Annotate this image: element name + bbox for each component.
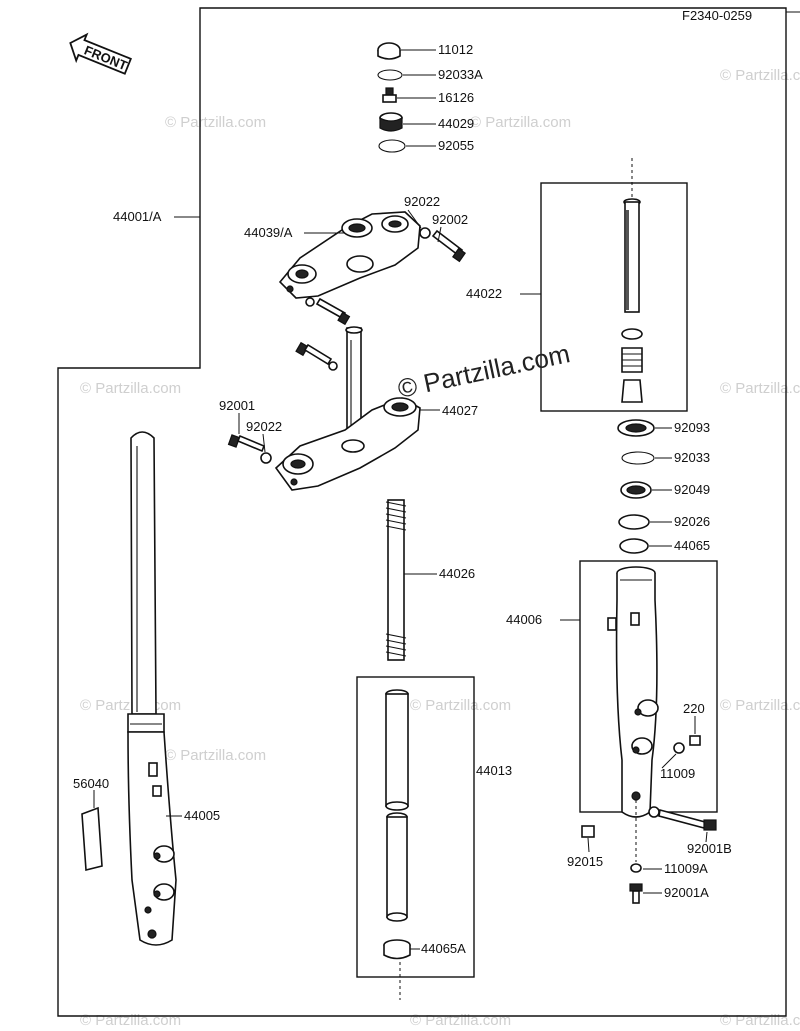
label-44026: 44026 xyxy=(439,566,475,581)
label-11009A: 11009A xyxy=(664,861,708,876)
bolt-92002 xyxy=(419,227,466,263)
label-44027: 44027 xyxy=(442,403,478,418)
label-92001-left: 92001 xyxy=(219,398,255,413)
label-92015: 92015 xyxy=(567,854,603,869)
washer-92026 xyxy=(618,514,650,530)
decal-56040 xyxy=(81,806,103,872)
watermark: © Partzilla.com xyxy=(720,380,800,397)
clip-92033 xyxy=(621,451,655,465)
label-16126: 16126 xyxy=(438,90,474,105)
seal-92093 xyxy=(617,419,655,437)
watermark-large: © Partzilla.com xyxy=(395,338,573,404)
watermark: © Partzilla.com xyxy=(720,67,800,84)
upper-bracket-44039A xyxy=(278,211,421,299)
label-11009: 11009 xyxy=(660,766,695,781)
label-44005: 44005 xyxy=(184,808,220,823)
nut-92015 xyxy=(581,825,595,838)
reference-code: F2340-0259 xyxy=(682,8,752,23)
watermark: © Partzilla.com xyxy=(470,114,571,131)
front-label: FRONT xyxy=(82,43,129,74)
label-44065: 44065 xyxy=(674,538,710,553)
label-44065A: 44065A xyxy=(421,941,466,956)
bolt-92001B xyxy=(648,806,717,831)
label-44039A: 44039/A xyxy=(244,225,293,240)
watermark: © Partzilla.com xyxy=(720,1012,800,1029)
oring-92055 xyxy=(378,139,406,153)
spring-44026 xyxy=(385,499,407,661)
outer-tube-44006 xyxy=(607,566,659,818)
watermark: © Partzilla.com xyxy=(720,697,800,714)
label-92002: 92002 xyxy=(432,212,468,227)
label-92055: 92055 xyxy=(438,138,474,153)
watermark: © Partzilla.com xyxy=(80,697,181,714)
label-44022: 44022 xyxy=(466,286,502,301)
bolt-upper-left xyxy=(305,297,351,326)
lower-bracket-44027 xyxy=(274,397,421,491)
assembly-frame xyxy=(57,7,787,1017)
ring-92033A xyxy=(377,69,403,81)
label-92022-left: 92022 xyxy=(246,419,282,434)
watermark: © Partzilla.com xyxy=(80,1012,181,1029)
fork-leg-44005 xyxy=(127,431,177,946)
label-44029: 44029 xyxy=(438,116,474,131)
valve-16126 xyxy=(382,87,397,103)
watermark: © Partzilla.com xyxy=(80,380,181,397)
adjuster-44029 xyxy=(379,112,403,132)
label-92033: 92033 xyxy=(674,450,710,465)
bolt-92001A xyxy=(629,883,643,904)
washer-11009 xyxy=(673,742,685,754)
watermark: © Partzilla.com xyxy=(410,1012,511,1029)
bolt-92001-left xyxy=(227,434,272,464)
front-arrow-icon: FRONT xyxy=(69,32,132,75)
label-92093: 92093 xyxy=(674,420,710,435)
washer-11009A xyxy=(630,863,642,873)
bushing-44065 xyxy=(619,538,649,554)
bolt-lower-stem xyxy=(295,341,338,371)
cap-11012 xyxy=(377,42,401,60)
label-56040: 56040 xyxy=(73,776,109,791)
label-220: 220 xyxy=(683,701,705,716)
seal-92049 xyxy=(620,481,652,499)
label-92033A: 92033A xyxy=(438,67,483,82)
box-44013 xyxy=(356,676,475,978)
damper-rod-44022 xyxy=(621,198,643,403)
label-44006: 44006 xyxy=(506,612,542,627)
watermark: © Partzilla.com xyxy=(165,114,266,131)
watermark: © Partzilla.com xyxy=(165,747,266,764)
tube-44013 xyxy=(385,689,409,922)
label-44001A: 44001/A xyxy=(113,209,162,224)
label-11012: 11012 xyxy=(438,42,473,57)
watermark: © Partzilla.com xyxy=(410,697,511,714)
label-92022-top: 92022 xyxy=(404,194,440,209)
label-92026: 92026 xyxy=(674,514,710,529)
box-44022 xyxy=(540,182,688,412)
label-92001A: 92001A xyxy=(664,885,709,900)
label-92001B: 92001B xyxy=(687,841,732,856)
screw-220 xyxy=(689,735,701,746)
label-44013: 44013 xyxy=(476,763,512,778)
bushing-44065A xyxy=(383,939,411,960)
label-92049: 92049 xyxy=(674,482,710,497)
